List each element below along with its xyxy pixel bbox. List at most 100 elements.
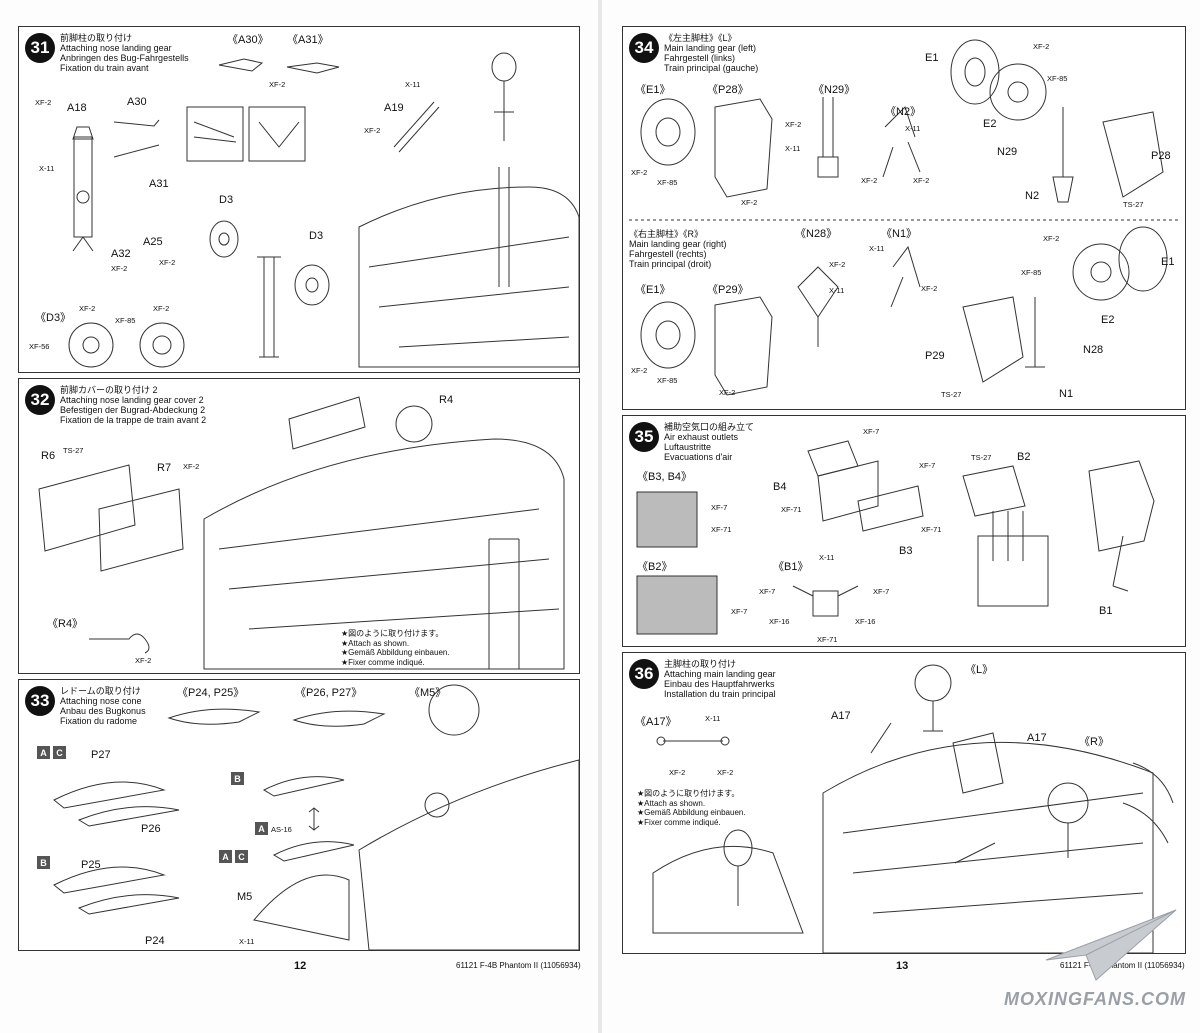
label-d3-group: 《D3》 bbox=[35, 312, 72, 324]
page-number: 13 bbox=[896, 960, 909, 972]
paint-xf7: XF-7 bbox=[759, 587, 776, 596]
version-badge-a: A bbox=[37, 746, 50, 759]
label-a32: A32 bbox=[111, 248, 131, 260]
paint-xf85: XF-85 bbox=[1047, 74, 1068, 83]
label-l-group: 《L》 bbox=[965, 664, 994, 676]
paint-xf2: XF-2 bbox=[921, 284, 938, 293]
paint-xf16: XF-16 bbox=[769, 617, 790, 626]
paint-ts27: TS-27 bbox=[63, 446, 84, 455]
label-e2: E2 bbox=[983, 118, 997, 130]
attach-note: ★図のように取り付けます。 ★Attach as shown. ★Gemäß A… bbox=[341, 629, 450, 667]
label-p28: P28 bbox=[1151, 150, 1171, 162]
paint-xf7: XF-7 bbox=[731, 607, 748, 616]
label-e2: E2 bbox=[1101, 314, 1115, 326]
step-33-header: 33 レドームの取り付け Attaching nose cone Anbau d… bbox=[25, 686, 146, 726]
paint-xf2: XF-2 bbox=[79, 304, 96, 313]
paint-x11: X-11 bbox=[819, 553, 835, 562]
label-n28: N28 bbox=[1083, 344, 1104, 356]
label-b4: B4 bbox=[773, 481, 787, 493]
step-32-diagram bbox=[38, 396, 565, 670]
version-badge-b: B bbox=[231, 772, 244, 785]
paint-x11: X-11 bbox=[705, 714, 721, 723]
step-title: 主脚柱の取り付け Attaching main landing gear Ein… bbox=[664, 659, 776, 699]
paint-xf85: XF-85 bbox=[1021, 268, 1042, 277]
step-number: 34 bbox=[629, 33, 659, 63]
step-title: 補助空気口の組み立て Air exhaust outlets Luftaustr… bbox=[664, 422, 755, 462]
step-number: 31 bbox=[25, 33, 55, 63]
paint-x11: X-11 bbox=[39, 164, 55, 173]
label-p29-group: 《P29》 bbox=[707, 284, 749, 296]
paint-xf71: XF-71 bbox=[781, 505, 802, 514]
paint-x11: X-11 bbox=[829, 286, 845, 295]
page-number: 12 bbox=[294, 960, 307, 972]
paint-xf2: XF-2 bbox=[35, 98, 52, 107]
paint-xf2: XF-2 bbox=[269, 80, 286, 89]
step-33-panel: 33 レドームの取り付け Attaching nose cone Anbau d… bbox=[18, 679, 580, 951]
paint-xf7: XF-7 bbox=[919, 461, 936, 470]
step-34-header: 34 《左主脚柱》《L》 Main landing gear (left) Fa… bbox=[629, 33, 758, 73]
step-number: 33 bbox=[25, 686, 55, 716]
paint-ts27: TS-27 bbox=[971, 453, 992, 462]
paint-xf16: XF-16 bbox=[855, 617, 876, 626]
label-p27: P27 bbox=[91, 749, 111, 761]
version-badge-b: B bbox=[37, 856, 50, 869]
paint-as16: AS-16 bbox=[271, 825, 292, 834]
step-31-diagram bbox=[68, 52, 579, 368]
label-r4-group: 《R4》 bbox=[47, 618, 84, 630]
step-32-panel: 32 前脚カバーの取り付け 2 Attaching nose landing g… bbox=[18, 378, 580, 674]
paint-xf85: XF-85 bbox=[657, 178, 678, 187]
paint-xf2: XF-2 bbox=[135, 656, 152, 665]
label-b2: B2 bbox=[1017, 451, 1031, 463]
label-d3: D3 bbox=[219, 194, 234, 206]
label-a31-group: 《A31》 bbox=[287, 34, 329, 46]
paint-xf85: XF-85 bbox=[115, 316, 136, 325]
label-a18: A18 bbox=[67, 102, 87, 114]
paint-xf7: XF-7 bbox=[873, 587, 890, 596]
label-a19: A19 bbox=[384, 102, 404, 114]
label-a31: A31 bbox=[149, 178, 169, 190]
label-a17: A17 bbox=[831, 710, 851, 722]
paint-ts27: TS-27 bbox=[1123, 200, 1144, 209]
paint-xf2: XF-2 bbox=[364, 126, 381, 135]
watermark: MOXINGFANS.COM bbox=[1004, 900, 1186, 1010]
label-m5: M5 bbox=[237, 891, 253, 903]
label-a17-group: 《A17》 bbox=[635, 716, 677, 728]
paint-xf2: XF-2 bbox=[785, 120, 802, 129]
label-b1-group: 《B1》 bbox=[773, 561, 809, 573]
step-number: 35 bbox=[629, 422, 659, 452]
paint-xf2: XF-2 bbox=[741, 198, 758, 207]
step-35-diagram bbox=[636, 440, 1155, 635]
label-r4: R4 bbox=[439, 394, 454, 406]
version-badge-a: A bbox=[219, 850, 232, 863]
paint-xf71: XF-71 bbox=[711, 525, 732, 534]
step-31-header: 31 前脚柱の取り付け Attaching nose landing gear … bbox=[25, 33, 189, 73]
step-number: 36 bbox=[629, 659, 659, 689]
label-n1-group: 《N1》 bbox=[881, 228, 918, 240]
left-page: 31 前脚柱の取り付け Attaching nose landing gear … bbox=[0, 0, 598, 1033]
paint-xf2: XF-2 bbox=[1033, 42, 1050, 51]
step-title: レドームの取り付け Attaching nose cone Anbau des … bbox=[60, 686, 146, 726]
label-r6: R6 bbox=[41, 450, 56, 462]
paint-x11: X-11 bbox=[785, 144, 801, 153]
step-33-diagram bbox=[53, 684, 579, 950]
label-n2: N2 bbox=[1025, 190, 1040, 202]
label-p24-p25-group: 《P24, P25》 bbox=[177, 687, 245, 699]
paint-xf2: XF-2 bbox=[861, 176, 878, 185]
paint-xf2: XF-2 bbox=[717, 768, 734, 777]
paint-xf2: XF-2 bbox=[913, 176, 930, 185]
paint-xf7: XF-7 bbox=[863, 427, 880, 436]
paint-x11: X-11 bbox=[405, 80, 421, 89]
watermark-text: MOXINGFANS.COM bbox=[1003, 989, 1186, 1009]
paint-xf2: XF-2 bbox=[159, 258, 176, 267]
paint-xf2: XF-2 bbox=[829, 260, 846, 269]
step-number: 32 bbox=[25, 385, 55, 415]
step-32-header: 32 前脚カバーの取り付け 2 Attaching nose landing g… bbox=[25, 385, 206, 425]
page-footer: 61121 F-4B Phantom II (11056934) bbox=[1060, 961, 1185, 970]
label-p26: P26 bbox=[141, 823, 161, 835]
label-e1: E1 bbox=[925, 52, 939, 64]
label-n29: N29 bbox=[997, 146, 1018, 158]
paint-xf7: XF-7 bbox=[711, 503, 728, 512]
label-p28-group: 《P28》 bbox=[707, 84, 749, 96]
step-title-right: 《右主脚柱》《R》 Main landing gear (right) Fahr… bbox=[629, 229, 727, 269]
label-p24: P24 bbox=[145, 935, 165, 947]
